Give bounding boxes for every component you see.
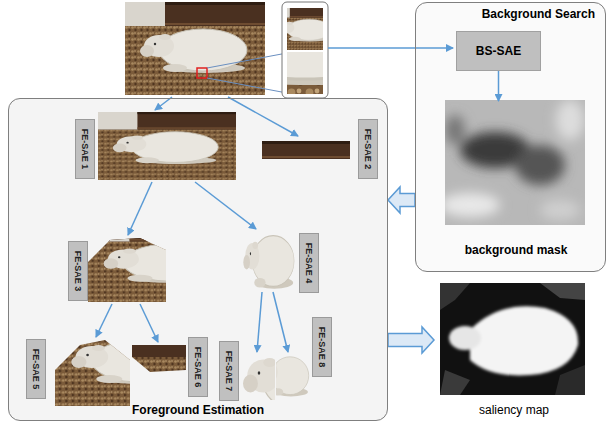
panel-ground — [8, 98, 388, 421]
image-caption: saliency map — [434, 403, 594, 417]
mask-image — [445, 100, 585, 225]
flow-arrow — [328, 47, 453, 49]
process-box: BS-SAE — [456, 31, 541, 71]
saliency-image — [440, 283, 585, 395]
module-label: FE-SAE 7 — [219, 341, 239, 401]
panel-title: Foreground Estimation — [132, 403, 264, 417]
module-label: FE-SAE 2 — [358, 119, 378, 179]
segment-image — [55, 313, 207, 406]
module-name: FE-SAE 6 — [193, 347, 203, 388]
segment-image — [262, 141, 350, 159]
zoom-line — [207, 78, 287, 93]
segment-image — [88, 220, 234, 302]
module-name: FE-SAE 3 — [73, 251, 83, 292]
flow-arrow — [498, 71, 500, 101]
panel-title: Background Search — [482, 7, 595, 21]
thumbnail — [270, 5, 341, 52]
segment-image — [243, 236, 294, 289]
module-label: FE-SAE 1 — [75, 119, 95, 179]
block-arrow — [388, 327, 434, 353]
input-photo — [125, 2, 265, 95]
panel-ground — [415, 2, 606, 272]
segment-image — [132, 345, 186, 372]
image-node: background mask — [437, 101, 595, 259]
module-label: FE-SAE 6 — [188, 337, 208, 397]
segment-image — [263, 357, 308, 397]
image-node: saliency map — [434, 283, 594, 419]
module-label: FE-SAE 8 — [312, 317, 332, 377]
module-label: FE-SAE 3 — [68, 241, 88, 301]
module-name: FE-SAE 2 — [363, 129, 373, 170]
image-caption: background mask — [437, 243, 595, 257]
module-name: FE-SAE 8 — [317, 327, 327, 368]
tree-arrows — [96, 97, 298, 352]
region-panel: Foreground Estimation FE-SAE 1 FE-SAE 2 FE-… — [8, 98, 388, 421]
patch-marker — [197, 68, 207, 78]
zoom-line — [207, 53, 287, 68]
segment-image — [98, 112, 236, 180]
block-arrow — [388, 187, 415, 213]
module-name: FE-SAE 7 — [224, 351, 234, 392]
module-label: FE-SAE 4 — [299, 233, 319, 293]
module-name: FE-SAE 4 — [304, 243, 314, 284]
module-name: FE-SAE 5 — [31, 349, 41, 390]
module-label: FE-SAE 5 — [26, 339, 46, 399]
region-panel: Background SearchBS-SAE background mask — [415, 2, 606, 272]
module-name: FE-SAE 1 — [80, 129, 90, 170]
box-label: BS-SAE — [476, 44, 521, 58]
